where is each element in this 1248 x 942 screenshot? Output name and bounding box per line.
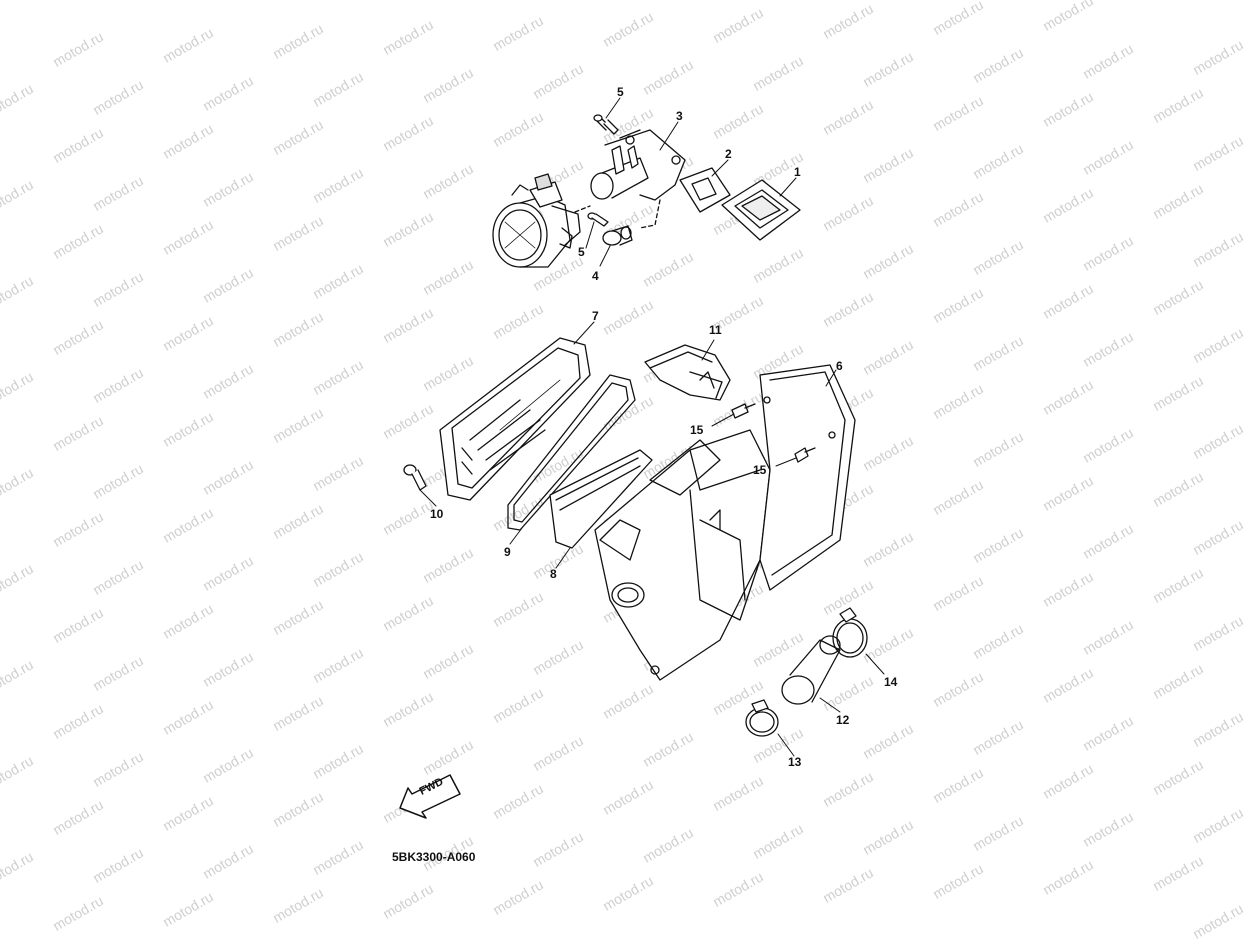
bolt-part-5a — [593, 114, 619, 135]
callout-13: 13 — [788, 755, 802, 769]
callout-10: 10 — [430, 507, 444, 521]
clamp-part-4 — [602, 225, 633, 246]
callout-4: 4 — [592, 269, 599, 283]
callout-11: 11 — [709, 323, 722, 337]
duct-part-11 — [644, 344, 731, 401]
bolt-part-10 — [403, 464, 427, 491]
callout-14: 14 — [884, 675, 898, 689]
joint-part-12 — [781, 635, 841, 705]
diagram-code: 5BK3300-A060 — [392, 850, 476, 864]
callout-2: 2 — [725, 147, 732, 161]
callout-9: 9 — [504, 545, 511, 559]
callout-3: 3 — [676, 109, 683, 123]
callout-7: 7 — [592, 309, 599, 323]
callout-15b: 15 — [753, 463, 767, 477]
screw-part-15a — [731, 403, 756, 419]
manifold-part — [590, 129, 686, 229]
filter-element-part — [549, 449, 653, 549]
callout-6: 6 — [836, 359, 843, 373]
reed-valve-part — [721, 179, 801, 241]
case-cover-part — [439, 337, 591, 501]
clamp-part-13 — [745, 699, 779, 737]
callout-15a: 15 — [690, 423, 704, 437]
callout-5a: 5 — [617, 85, 624, 99]
air-filter-case — [594, 364, 856, 681]
callout-5b: 5 — [578, 245, 585, 259]
clamp-part-14 — [832, 607, 868, 658]
screw-part-15b — [794, 447, 816, 463]
leader-lines — [419, 97, 885, 757]
seal-part-9 — [507, 374, 636, 531]
bolt-part-5b — [587, 212, 609, 227]
callout-1: 1 — [794, 165, 801, 179]
callout-12: 12 — [836, 713, 850, 727]
gasket-part — [679, 167, 731, 213]
callout-8: 8 — [550, 567, 557, 581]
fwd-arrow-icon — [399, 774, 461, 819]
carburetor-part — [492, 173, 591, 268]
